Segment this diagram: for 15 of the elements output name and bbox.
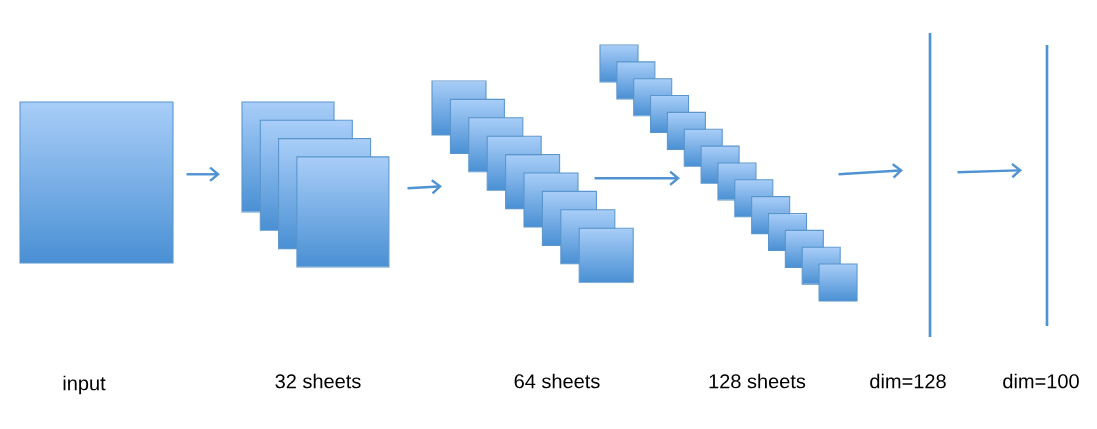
layer-label: 32 sheets	[275, 373, 361, 389]
layer-label: 64 sheets	[514, 373, 600, 389]
arrow	[407, 179, 442, 195]
arrow	[838, 163, 903, 179]
layer-label: input	[63, 375, 106, 395]
sheet-stack	[241, 101, 390, 268]
layer-label: dim=128	[870, 373, 946, 389]
sheet-stack	[599, 44, 858, 302]
sheet-stack	[431, 80, 634, 283]
arrow	[594, 170, 680, 186]
arrow	[957, 162, 1022, 179]
square-sheet	[19, 101, 174, 264]
layer-label: 128 sheets	[709, 373, 806, 389]
layer-label: dim=100	[1003, 373, 1079, 389]
arrow	[186, 166, 220, 182]
